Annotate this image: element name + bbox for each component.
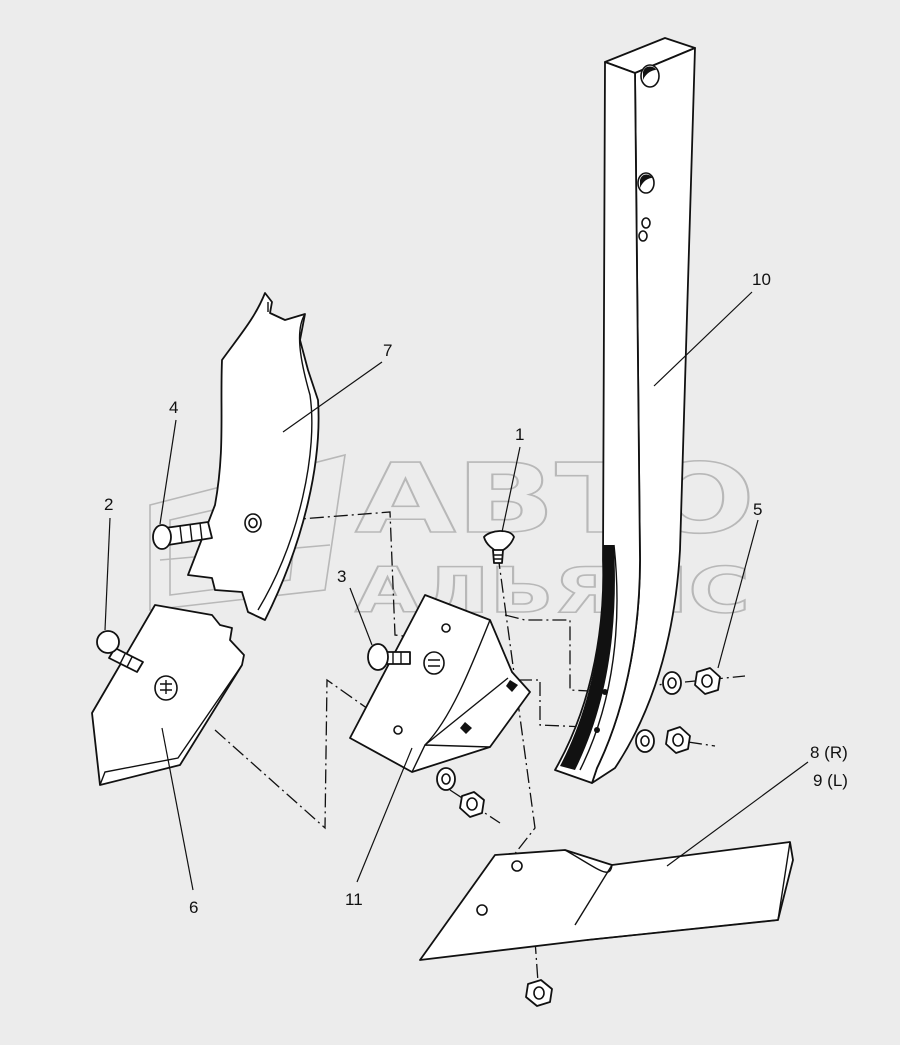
callout-11: 11 (345, 890, 363, 909)
shank-hole-small-1 (641, 217, 651, 229)
bolt-1 (483, 530, 515, 564)
share-hole-2 (476, 904, 488, 916)
part-shin-guard-7 (187, 292, 320, 621)
leader-lines (104, 291, 809, 891)
carrier-hole-center (423, 651, 445, 675)
carrier-hole-bottom (393, 725, 403, 735)
callout-4: 4 (169, 398, 178, 417)
watermark-line1: АВТО (355, 443, 755, 555)
callout-6: 6 (189, 898, 198, 917)
part-share-8-9 (419, 841, 794, 961)
callout-3: 3 (337, 567, 346, 586)
callout-2: 2 (104, 495, 113, 514)
callout-10: 10 (752, 270, 771, 289)
callout-8: 8 (R) (810, 743, 848, 762)
bolt-2 (96, 630, 144, 673)
shank-hole-small-2 (638, 230, 648, 242)
part-guard-plate-6 (91, 604, 245, 786)
bolt-3 (367, 643, 411, 671)
nut-washer-5a (662, 667, 721, 695)
nut-share (525, 979, 553, 1007)
part-carrier-11 (349, 594, 531, 773)
callout-labels: 1 2 3 4 5 6 7 8 (R) 9 (L) 10 11 (104, 270, 848, 917)
nut-washer-11 (436, 767, 485, 818)
callout-9: 9 (L) (813, 771, 848, 790)
callout-5: 5 (753, 500, 762, 519)
part-shank-10 (554, 37, 696, 784)
share-hole-1 (511, 860, 523, 872)
carrier-hole-top (441, 623, 451, 633)
callout-1: 1 (515, 425, 524, 444)
bolt-4 (152, 521, 213, 550)
callout-7: 7 (383, 341, 392, 360)
nut-washer-5b (635, 726, 691, 754)
watermark-logo: АВТО АЛЬЯНС (149, 442, 756, 628)
